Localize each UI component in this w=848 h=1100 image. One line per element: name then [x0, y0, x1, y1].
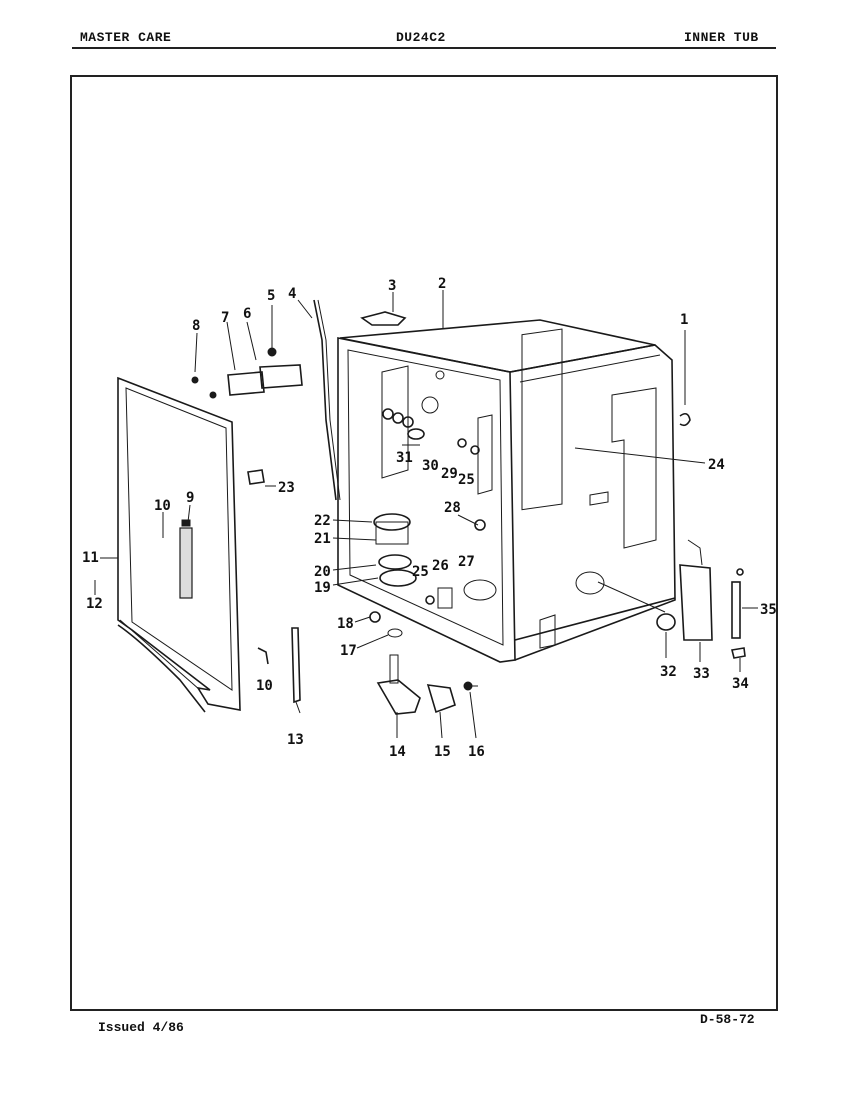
header-model: DU24C2	[396, 30, 446, 45]
callout-2: 2	[438, 276, 446, 292]
callout-35: 35	[760, 602, 777, 618]
callout-29: 29	[441, 466, 458, 482]
callout-23: 23	[278, 480, 295, 496]
callout-31: 31	[396, 450, 413, 466]
callout-14: 14	[389, 744, 406, 760]
callout-28: 28	[444, 500, 461, 516]
callout-19: 19	[314, 580, 331, 596]
door-assembly	[117, 376, 241, 713]
callout-16: 16	[468, 744, 485, 760]
hinge-brackets	[191, 305, 303, 399]
part-23	[247, 469, 265, 485]
lower-brackets	[291, 627, 478, 715]
callout-11: 11	[82, 550, 99, 566]
callout-labels: 1 2 3 4 5 6 7 8 9 10 10 11 12 13 14 15 1…	[82, 276, 777, 760]
drawing-number: D-58-72	[700, 1012, 755, 1027]
inner-tub	[337, 319, 676, 663]
right-side-parts	[656, 539, 746, 659]
callout-1: 1	[680, 312, 688, 328]
callout-8: 8	[192, 318, 200, 334]
callout-3: 3	[388, 278, 396, 294]
screw-10	[257, 647, 269, 665]
callout-26: 26	[432, 558, 449, 574]
small-fasteners	[382, 408, 486, 609]
fill-tube	[313, 299, 337, 501]
clip	[679, 412, 691, 427]
callout-22: 22	[314, 513, 331, 529]
callout-9: 9	[186, 490, 194, 506]
callout-12: 12	[86, 596, 103, 612]
callout-20: 20	[314, 564, 331, 580]
callout-30: 30	[422, 458, 439, 474]
leader-lines	[94, 290, 758, 739]
callout-24: 24	[708, 457, 725, 473]
callout-21: 21	[314, 531, 331, 547]
callout-10-upper: 10	[154, 498, 171, 514]
header-brand: MASTER CARE	[80, 30, 172, 45]
callout-32: 32	[660, 664, 677, 680]
callout-27: 27	[458, 554, 475, 570]
header-rule	[72, 47, 776, 49]
callout-18: 18	[337, 616, 354, 632]
callout-25-lower: 25	[412, 564, 429, 580]
callout-15: 15	[434, 744, 451, 760]
callout-7: 7	[221, 310, 229, 326]
callout-34: 34	[732, 676, 749, 692]
callout-13: 13	[287, 732, 304, 748]
header-section: INNER TUB	[684, 30, 759, 45]
callout-4: 4	[288, 286, 296, 302]
callout-5: 5	[267, 288, 275, 304]
callout-25-upper: 25	[458, 472, 475, 488]
callout-10-lower: 10	[256, 678, 273, 694]
pump-assembly	[369, 513, 417, 638]
callout-6: 6	[243, 306, 251, 322]
issued-date: Issued 4/86	[98, 1020, 184, 1035]
callout-17: 17	[340, 643, 357, 659]
top-bracket	[360, 311, 407, 326]
callout-33: 33	[693, 666, 710, 682]
diagram-frame	[70, 75, 778, 1011]
